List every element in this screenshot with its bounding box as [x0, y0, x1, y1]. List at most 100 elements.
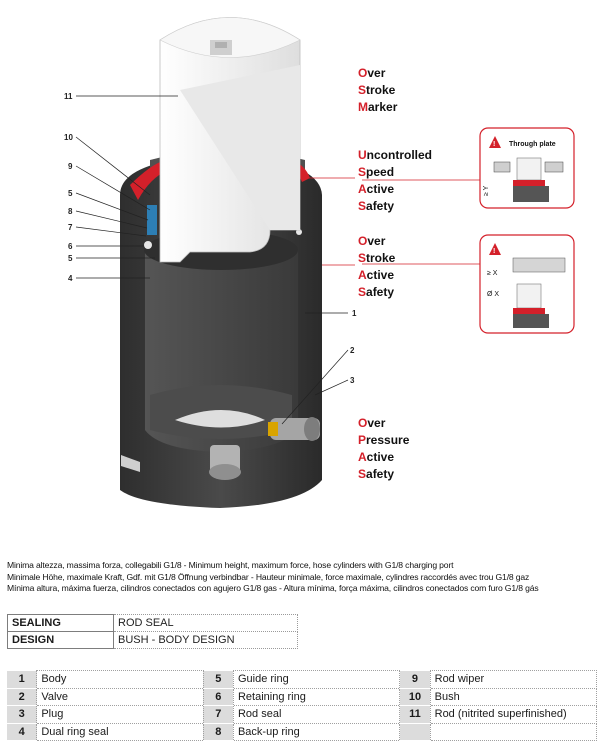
- feature-line: Stroke: [358, 250, 395, 267]
- feature-rest: afety: [366, 467, 395, 481]
- feature-line: Stroke: [358, 82, 397, 99]
- part-label: [429, 722, 598, 741]
- feature-line: Uncontrolled: [358, 147, 432, 164]
- feature-rest: peed: [366, 165, 395, 179]
- feature-rest: arker: [368, 100, 398, 114]
- piston-rod: [159, 17, 301, 263]
- sealing-key: SEALING: [7, 614, 114, 632]
- callout-5b: 5: [68, 254, 73, 263]
- part-label: Body: [36, 670, 204, 689]
- callout-11: 11: [64, 92, 73, 101]
- callout-8: 8: [68, 207, 73, 216]
- feature-line: Active: [358, 449, 409, 466]
- feature-rest: ncontrolled: [366, 148, 433, 162]
- callout-2: 2: [350, 346, 355, 355]
- feature-rest: ctive: [366, 450, 395, 464]
- callout-10: 10: [64, 133, 73, 142]
- part-label: Rod (nitrited superfinished): [429, 705, 598, 724]
- part-label: Bush: [429, 687, 598, 706]
- part-label: Plug: [36, 705, 204, 724]
- feature-initial: S: [358, 83, 367, 97]
- feature-line: Over: [358, 415, 409, 432]
- feature-line: Safety: [358, 284, 395, 301]
- callout-5a: 5: [68, 189, 73, 198]
- callout-lines: [75, 95, 480, 425]
- part-label: Dual ring seal: [36, 722, 204, 741]
- feature-initial: S: [358, 285, 367, 299]
- design-value: BUSH - BODY DESIGN: [113, 631, 298, 649]
- feature-initial: U: [358, 148, 367, 162]
- part-label: Retaining ring: [232, 687, 401, 706]
- feature-rest: ver: [367, 234, 386, 248]
- feature-rest: troke: [366, 83, 396, 97]
- svg-text:!: !: [493, 248, 495, 255]
- inset-bottom-label-a: ≥ X: [487, 270, 498, 277]
- part-number: 9: [399, 670, 431, 689]
- part-number: 3: [7, 705, 37, 724]
- part-number: [399, 723, 431, 741]
- feature-initial: S: [358, 165, 367, 179]
- part-label: Rod wiper: [429, 670, 598, 689]
- feature-line: Safety: [358, 466, 409, 483]
- feature-initial: O: [358, 416, 368, 430]
- callout-4: 4: [68, 274, 73, 283]
- feature-line: Safety: [358, 198, 432, 215]
- feature-rest: ressure: [366, 433, 410, 447]
- feature-initial: S: [358, 467, 367, 481]
- description-text: Minima altezza, massima forza, collegabi…: [7, 560, 597, 595]
- part-number: 1: [7, 670, 37, 689]
- inset-top-label: ≥ Y: [483, 185, 490, 196]
- feature-initial: A: [358, 268, 367, 282]
- feature-line: Over: [358, 233, 395, 250]
- feature-rest: ver: [367, 416, 386, 430]
- feature-line: Pressure: [358, 432, 409, 449]
- part-number: 6: [203, 688, 234, 706]
- feature-initial: S: [358, 251, 367, 265]
- cylinder-cutaway-diagram: 11 10 9 5 8 7 6 5 4 1 2 3 ! Through plat…: [64, 17, 575, 508]
- description-line-de-fr: Minimale Höhe, maximale Kraft, Gdf. mit …: [7, 571, 530, 582]
- feature-initial: A: [358, 182, 367, 196]
- inset-bore: ! ≥ X Ø X: [479, 234, 575, 334]
- callout-numbers: 11 10 9 5 8 7 6 5 4 1 2 3: [64, 92, 357, 385]
- part-label: Guide ring: [232, 670, 401, 689]
- feature-initial: P: [358, 433, 367, 447]
- feature-initial: A: [358, 450, 367, 464]
- feature-line: Marker: [358, 99, 397, 116]
- part-label: Valve: [36, 687, 204, 706]
- part-label: Back-up ring: [232, 722, 401, 741]
- inset-through-plate: ! Through plate ≥ Y: [479, 127, 575, 209]
- charging-valve: [209, 417, 320, 480]
- feature-rest: ctive: [366, 182, 395, 196]
- feature-initial: O: [358, 234, 368, 248]
- feature-rest: afety: [366, 285, 395, 299]
- part-label: Rod seal: [232, 705, 401, 724]
- callout-7: 7: [68, 223, 73, 232]
- feature-line: Over: [358, 65, 397, 82]
- callout-9: 9: [68, 162, 73, 171]
- feature-line: Active: [358, 267, 395, 284]
- callout-3: 3: [350, 376, 355, 385]
- feature-initial: M: [358, 100, 368, 114]
- part-number: 5: [203, 670, 234, 689]
- feature-initial: O: [358, 66, 368, 80]
- inset-top-title: Through plate: [509, 141, 556, 148]
- feature-line: Speed: [358, 164, 432, 181]
- sealing-value: ROD SEAL: [113, 614, 298, 632]
- part-number: 2: [7, 688, 37, 706]
- part-number: 10: [399, 688, 431, 706]
- feature-rest: ver: [367, 66, 386, 80]
- svg-text:!: !: [493, 141, 495, 148]
- feature-rest: ctive: [366, 268, 395, 282]
- part-number: 8: [203, 723, 234, 741]
- design-key: DESIGN: [7, 631, 114, 649]
- feature-line: Active: [358, 181, 432, 198]
